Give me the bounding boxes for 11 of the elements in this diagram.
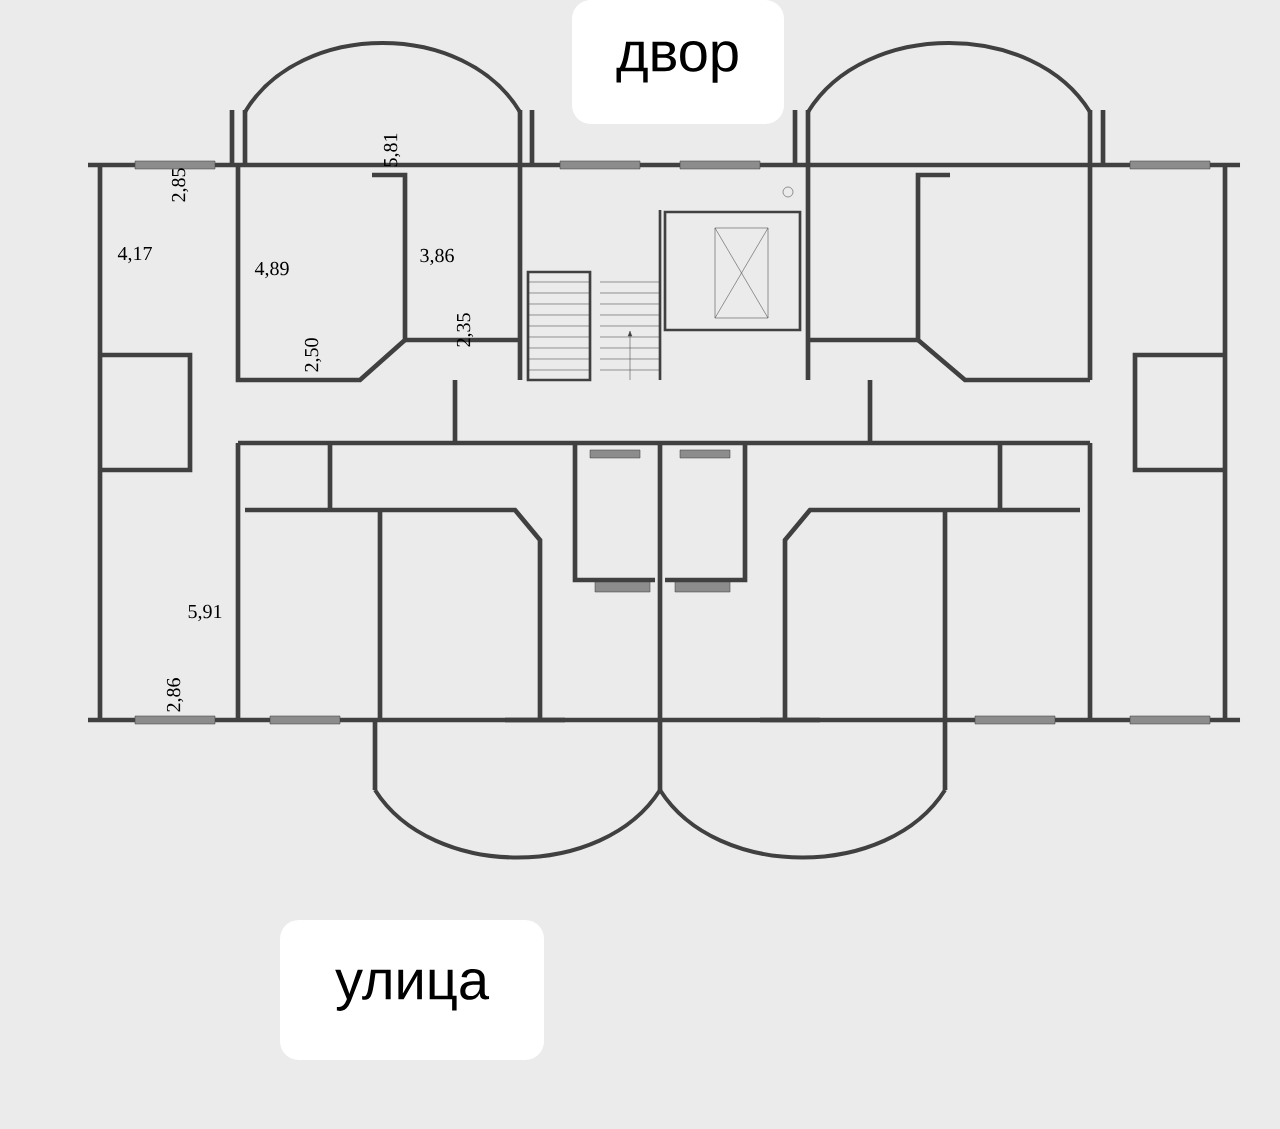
- label-box: двор: [572, 0, 784, 124]
- dimension-text: 2,86: [166, 678, 184, 712]
- dimension-text: 4,17: [117, 246, 152, 264]
- dimension-text: 2,85: [171, 168, 189, 202]
- dimension-text: 4,89: [254, 261, 289, 279]
- dimension-text: 5,81: [383, 133, 401, 167]
- dimension-text: 5,91: [188, 604, 222, 622]
- label-box: улица: [280, 920, 544, 1060]
- dimension-text: 3,86: [420, 248, 454, 266]
- dimension-text: 2,50: [304, 338, 322, 372]
- dimension-text: 2,35: [456, 313, 474, 347]
